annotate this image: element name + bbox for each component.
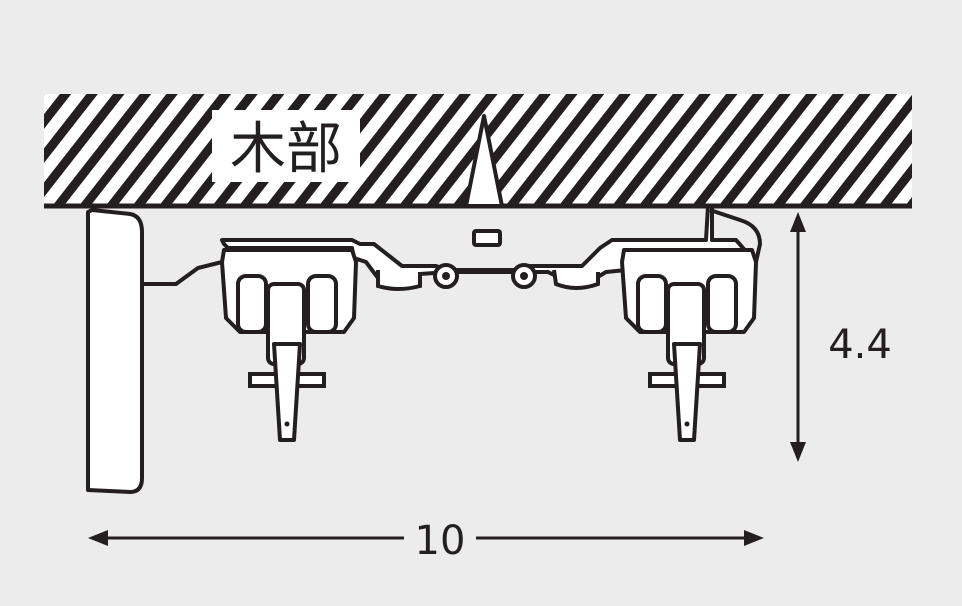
arrow-right-icon [744,530,764,546]
left-runner [220,248,358,442]
screw [464,114,504,208]
height-dimension [790,212,914,462]
arrow-up-icon [790,212,806,232]
arrow-left-icon [88,530,108,546]
height-label: 4.4 [828,322,892,368]
width-dimension [88,508,764,566]
valance-board [86,208,223,494]
right-runner [620,248,758,442]
width-label: 10 [415,518,466,564]
ceiling-label-bg [212,110,360,182]
ceiling-label: 木部 [230,117,342,182]
arrow-down-icon [790,442,806,462]
